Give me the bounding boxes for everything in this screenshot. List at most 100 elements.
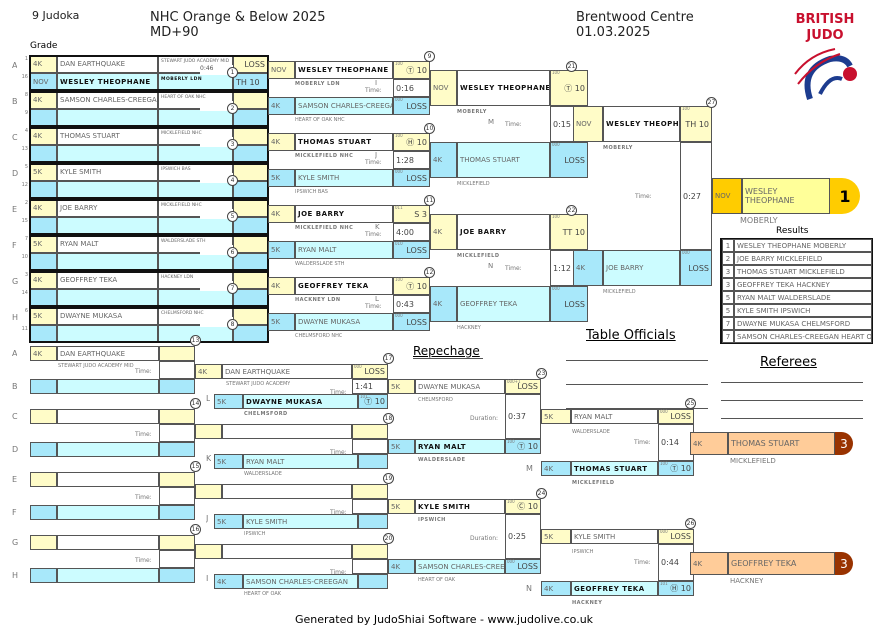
match-time: 0:16	[393, 79, 430, 97]
divider-line	[566, 408, 708, 409]
pair-label: G	[12, 538, 19, 547]
grade-label: Grade	[30, 41, 58, 51]
match-number-badge: 24	[536, 488, 547, 499]
match-time: 0:14	[658, 424, 694, 461]
player-name: KYLE SMITH	[415, 499, 505, 514]
player-grade: 5K	[388, 499, 415, 514]
player-grade: 4K	[430, 214, 457, 250]
divider-line	[721, 418, 863, 419]
divider-line	[721, 382, 863, 383]
winner-grade: NOV	[712, 178, 742, 214]
player-grade: 5K	[268, 313, 295, 331]
divider-line	[413, 358, 483, 359]
score-points: 000	[552, 286, 560, 291]
score-cell: TT 10	[550, 214, 588, 250]
match-number-badge: 1	[227, 67, 238, 78]
player-grade: 4K	[268, 97, 295, 115]
player-grade: 4K	[268, 133, 295, 151]
score-cell	[159, 442, 195, 457]
score-cell: TH 10	[680, 106, 712, 142]
seed-number: 2	[24, 200, 28, 206]
player-name: GEOFFREY TEKA	[295, 277, 393, 295]
player-name: KYLE SMITH	[571, 529, 658, 544]
score-cell	[358, 574, 388, 589]
result-place: 1	[722, 239, 734, 252]
score-points: 100	[552, 214, 560, 219]
pool-pair-frame	[29, 307, 269, 343]
player-grade: 4K	[541, 461, 571, 476]
score-cell: Ⓣ 10	[505, 439, 541, 454]
score-cell: Ⓣ 10	[358, 394, 388, 409]
match-number-badge: 25	[685, 398, 696, 409]
seed-number: 1	[24, 56, 28, 62]
player-name	[57, 472, 159, 487]
result-place: 7	[722, 330, 734, 343]
club-name: MOBERLY	[603, 145, 633, 151]
player-grade: 4K	[195, 364, 222, 379]
score-cell	[358, 454, 388, 469]
player-grade	[30, 535, 57, 550]
player-grade: NOV	[430, 70, 457, 106]
player-grade: 5K	[214, 454, 243, 469]
pair-label: B	[12, 97, 18, 106]
duration-label: Duration:	[470, 415, 499, 422]
british-judo-logo: BRITISH JUDO	[790, 12, 870, 117]
match-number-badge: 2	[227, 103, 238, 114]
score-cell: LOSS	[393, 97, 430, 115]
seed-number: 4	[24, 128, 28, 134]
club-name: MICKLEFIELD	[572, 480, 615, 486]
player-name: WESLEY THEOPHANE	[603, 106, 680, 142]
result-entry: SAMSON CHARLES-CREEGAN HEART OF OAK	[734, 330, 872, 343]
player-name: RYAN MALT	[571, 409, 658, 424]
pair-label: G	[12, 277, 19, 286]
player-grade: 4K	[268, 277, 295, 295]
judoka-count: 9 Judoka	[32, 9, 80, 22]
match-time: 0:44	[658, 544, 694, 581]
bronze-grade: 4K	[690, 432, 728, 455]
score-cell	[352, 484, 388, 499]
match-time	[352, 439, 388, 454]
score-cell	[159, 505, 195, 520]
club-name: IPSWICH BAS	[295, 189, 328, 195]
player-name: JOE BARRY	[295, 205, 393, 223]
result-entry: RYAN MALT WALDERSLADE	[734, 291, 872, 304]
match-number-badge: 14	[190, 398, 201, 409]
score-cell: Ⓗ 10	[393, 133, 430, 151]
player-grade: 5K	[388, 439, 415, 454]
table-officials-heading: Table Officials	[586, 328, 676, 343]
score-cell	[159, 472, 195, 487]
match-number-badge: 27	[706, 97, 717, 108]
club-name: CHELMSFORD	[418, 397, 453, 403]
repechage-heading: Repechage	[413, 344, 480, 358]
player-grade	[30, 568, 57, 583]
score-points: 100	[682, 106, 690, 111]
match-letter: M	[526, 464, 533, 473]
time-label: Time:	[135, 368, 152, 375]
club-name: WALDERSLADE STH	[295, 261, 345, 267]
match-number-badge: 20	[383, 533, 394, 544]
player-name: THOMAS STUART	[295, 133, 393, 151]
club-name: HEART OF OAK	[418, 577, 456, 583]
club-name: MICKLEFIELD NHC	[295, 225, 354, 231]
pair-label: D	[12, 169, 19, 178]
seed-number: 13	[21, 146, 28, 152]
score-points: 000	[552, 142, 560, 147]
score-cell: LOSS	[550, 142, 588, 178]
match-number-badge: 19	[383, 473, 394, 484]
player-name	[222, 484, 352, 499]
score-points: 100	[552, 70, 560, 75]
pair-label: C	[12, 133, 18, 142]
player-grade: 5K	[541, 529, 571, 544]
match-time	[352, 499, 388, 514]
pair-label: F	[12, 508, 17, 517]
match-number-badge: 11	[424, 195, 435, 206]
event-title: NHC Orange & Below 2025	[150, 10, 326, 25]
club-name: IPSWICH	[244, 531, 266, 537]
date: 01.03.2025	[576, 25, 651, 40]
score-cell: LOSS	[658, 409, 694, 424]
referees-heading: Referees	[760, 355, 817, 370]
time-label: Time:	[365, 231, 382, 238]
bronze-club: HACKNEY	[730, 577, 764, 585]
player-name: RYAN MALT	[243, 454, 358, 469]
